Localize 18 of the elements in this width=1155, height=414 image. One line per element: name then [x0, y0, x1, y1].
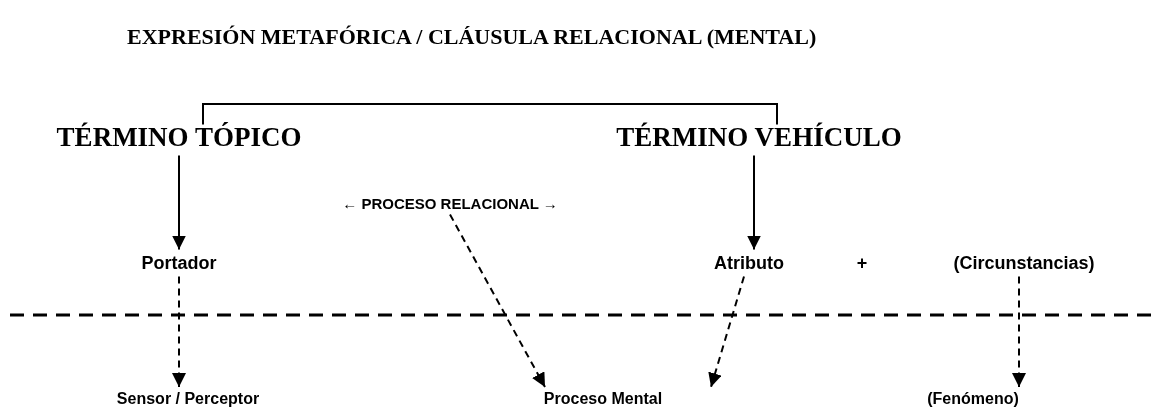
- role-label: Sensor / Perceptor: [114, 389, 262, 409]
- arrow: [449, 213, 546, 388]
- term-heading: TÉRMINO VEHÍCULO: [614, 120, 904, 154]
- role-label: Proceso Mental: [541, 389, 665, 409]
- arrow: [1012, 275, 1026, 388]
- role-label: ← PROCESO RELACIONAL →: [340, 193, 560, 213]
- term-heading: TÉRMINO TÓPICO: [54, 120, 304, 154]
- bracket-connector: [202, 103, 778, 126]
- arrow: [708, 275, 745, 388]
- arrow: [172, 275, 186, 388]
- role-label: (Fenómeno): [925, 389, 1021, 409]
- role-label: Atributo: [712, 251, 786, 275]
- arrow: [172, 154, 186, 251]
- role-label: (Circunstancias): [951, 251, 1097, 275]
- role-label: Portador: [139, 251, 219, 275]
- arrow: [747, 154, 761, 251]
- plus-sign: +: [856, 252, 868, 274]
- title: EXPRESIÓN METAFÓRICA / CLÁUSULA RELACIONAL (MENTAL): [127, 24, 817, 50]
